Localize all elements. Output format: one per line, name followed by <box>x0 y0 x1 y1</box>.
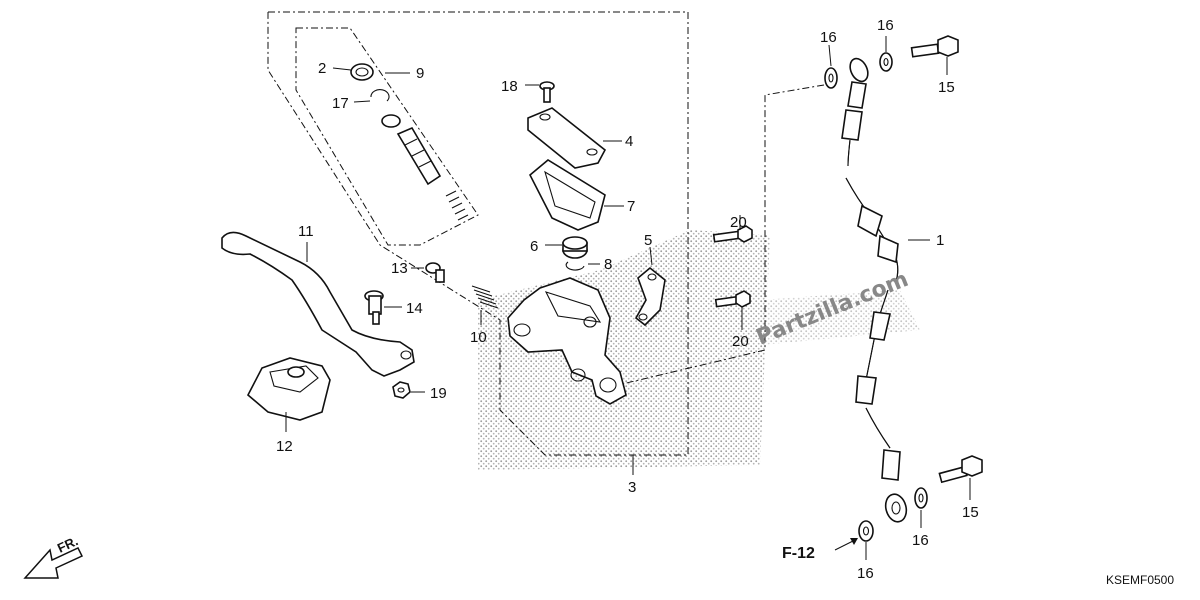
callout-4: 4 <box>625 133 633 150</box>
circlip-part-17 <box>353 89 390 103</box>
brake-lever-part-11 <box>221 231 415 377</box>
callout-7: 7 <box>627 198 635 215</box>
reference-arrow <box>834 538 858 551</box>
oil-bolt-part-15-upper <box>910 35 959 75</box>
piston-part <box>396 126 442 186</box>
reservoir-cap-part-4 <box>527 107 622 169</box>
piston-kit-outline-9 <box>295 27 479 246</box>
washer-part-16-c <box>914 487 928 509</box>
callout-9: 9 <box>416 65 424 82</box>
diaphragm-part-7 <box>528 159 624 231</box>
screw-part-18 <box>525 81 555 103</box>
pivot-bolt-part-13 <box>411 262 445 283</box>
washer-part-16-b <box>879 52 893 72</box>
nut-part-19 <box>392 381 425 399</box>
spring-part-10 <box>471 285 499 325</box>
callout-12: 12 <box>276 438 293 455</box>
callout-6: 6 <box>530 238 538 255</box>
callout-15-lower: 15 <box>962 504 979 521</box>
callout-15-upper: 15 <box>938 79 955 96</box>
holder-part-5 <box>634 246 666 327</box>
kit-washer <box>381 114 401 128</box>
callout-2: 2 <box>318 60 326 77</box>
boot-part-2 <box>332 63 374 81</box>
reference-label: F-12 <box>782 545 815 562</box>
hose-leader-line <box>617 84 825 386</box>
callout-11: 11 <box>298 223 314 240</box>
callout-19: 19 <box>430 385 447 402</box>
callout-labels: 1 2 3 4 5 6 7 8 9 10 11 12 13 14 15 15 1… <box>276 17 979 582</box>
callout-16-d: 16 <box>857 565 874 582</box>
callout-18: 18 <box>501 78 518 95</box>
callout-14: 14 <box>406 300 423 317</box>
brake-hose-part-1 <box>841 57 930 523</box>
callout-13: 13 <box>391 260 408 277</box>
callout-20-upper: 20 <box>730 214 747 231</box>
callout-10: 10 <box>470 329 487 346</box>
washer-part-16-a <box>824 67 838 89</box>
callout-16-c: 16 <box>912 532 929 549</box>
callout-5: 5 <box>644 232 652 249</box>
grommet-part-6 <box>545 236 588 259</box>
oil-bolt-part-15-lower <box>938 455 983 500</box>
lever-cover-part-12 <box>246 357 331 432</box>
callout-8: 8 <box>604 256 612 273</box>
callout-17: 17 <box>332 95 349 112</box>
callout-20-lower: 20 <box>732 333 749 350</box>
assembly-outline-3 <box>267 11 689 456</box>
callout-16-a: 16 <box>820 29 837 46</box>
clip-part-8 <box>565 261 600 271</box>
callout-16-b: 16 <box>877 17 894 34</box>
diagram-code: KSEMF0500 <box>1106 573 1174 587</box>
bolt-part-20-upper <box>712 215 753 243</box>
washer-part-16-d <box>858 520 874 542</box>
callout-3: 3 <box>628 479 636 496</box>
kit-spring <box>445 190 469 221</box>
bolt-part-20-lower <box>714 290 751 330</box>
pivot-part-14 <box>364 290 402 325</box>
front-direction-arrow-icon <box>23 547 84 579</box>
callout-1: 1 <box>936 232 944 249</box>
master-cylinder-part-3 <box>507 277 634 475</box>
